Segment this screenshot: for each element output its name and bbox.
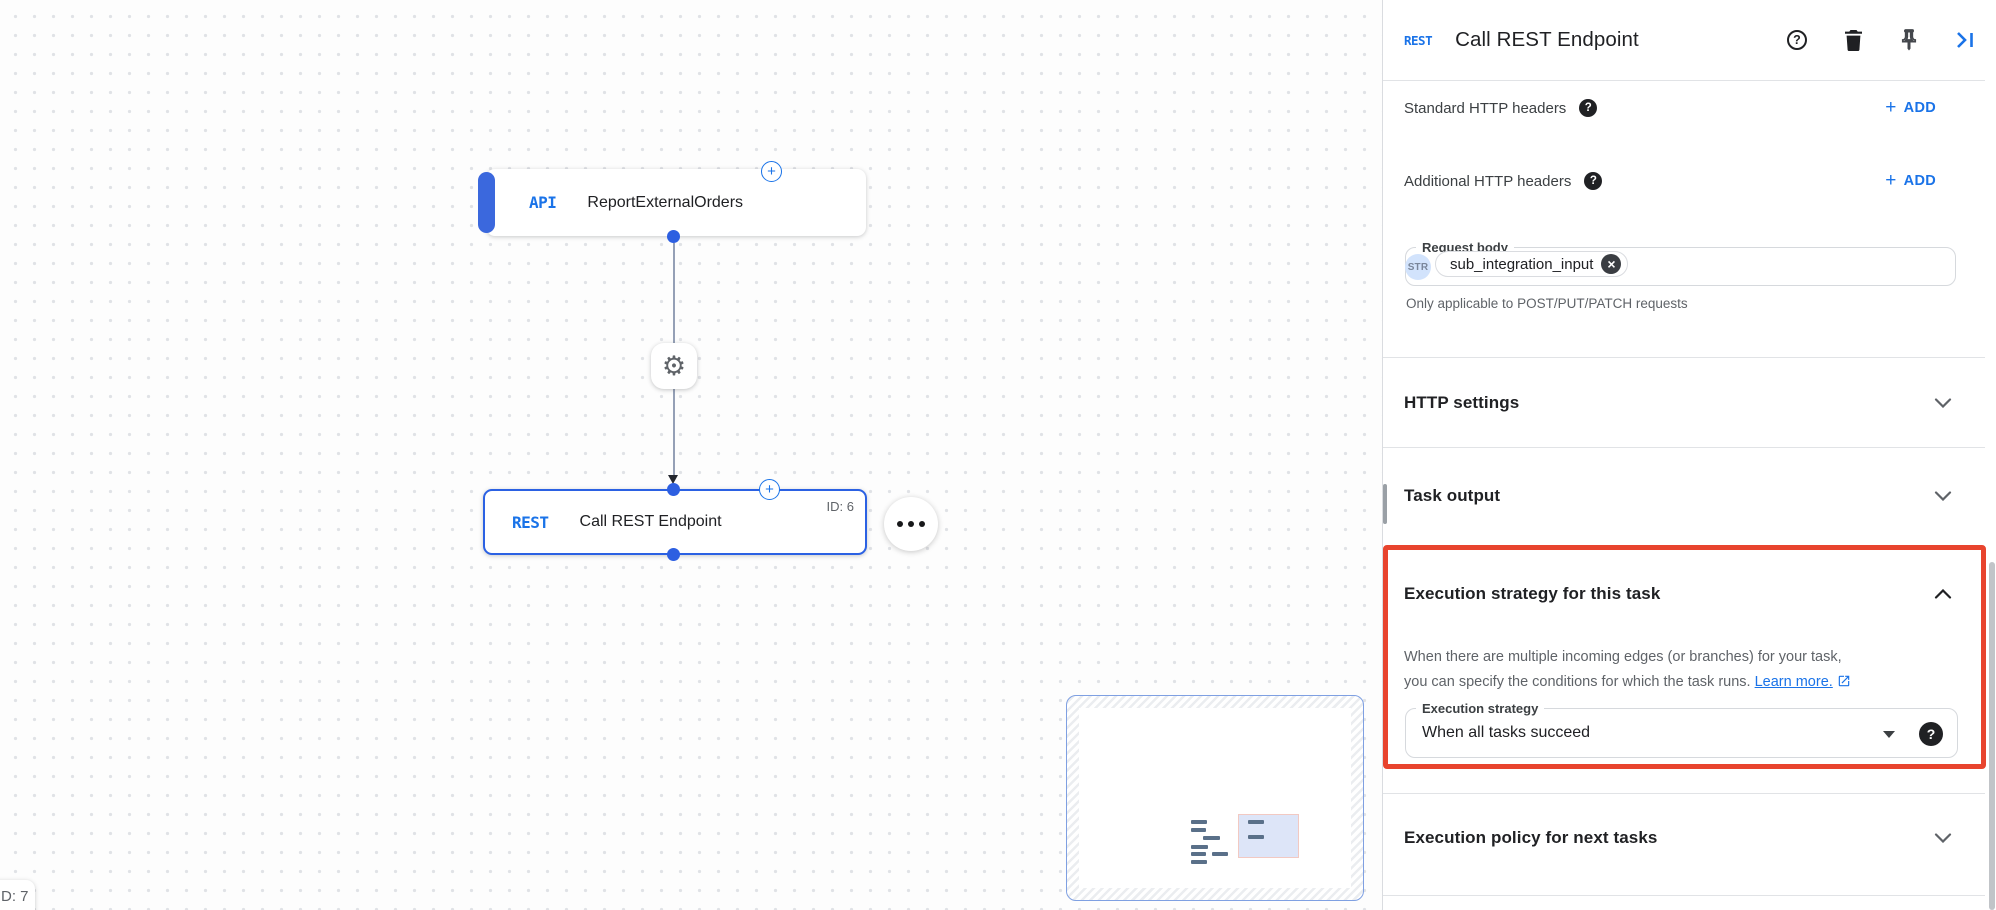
standard-headers-label: Standard HTTP headers (1404, 99, 1567, 117)
trigger-node-report-external-orders[interactable]: API ReportExternalOrders (478, 169, 866, 236)
dropdown-caret-icon[interactable] (1883, 731, 1895, 738)
additional-headers-row: Additional HTTP headers ADD (1383, 161, 1996, 201)
workflow-canvas[interactable]: API ReportExternalOrders REST Call REST … (0, 0, 1383, 910)
help-filled-icon[interactable] (1919, 722, 1943, 746)
collapse-panel-icon[interactable] (1952, 27, 1978, 53)
section-execution-policy[interactable]: Execution policy for next tasks (1383, 814, 1996, 862)
request-body-helper: Only applicable to POST/PUT/PATCH reques… (1406, 296, 1688, 311)
chevron-down-icon[interactable] (1934, 398, 1952, 408)
execution-strategy-select[interactable]: Execution strategy When all tasks succee… (1405, 701, 1958, 758)
section-task-output[interactable]: Task output (1383, 472, 1996, 520)
add-standard-header-button[interactable]: ADD (1885, 100, 1936, 117)
panel-scroll-indicator (1383, 484, 1387, 524)
partial-node-id-label: D: 7 (1, 888, 29, 905)
panel-scrollbar[interactable] (1989, 562, 1995, 910)
section-execution-strategy[interactable]: Execution strategy for this task (1383, 570, 1996, 618)
request-body-value-chip[interactable]: sub_integration_input (1435, 251, 1629, 277)
panel-title: Call REST Endpoint (1455, 28, 1639, 51)
task-node-title: Call REST Endpoint (579, 513, 722, 530)
close-icon[interactable] (1601, 254, 1622, 274)
external-link-icon (1837, 674, 1851, 688)
chevron-down-icon[interactable] (1934, 491, 1952, 501)
string-type-chip: STR (1405, 254, 1431, 280)
task-node-call-rest-endpoint[interactable]: REST Call REST Endpoint ID: 6 (483, 489, 867, 555)
execution-strategy-field-label: Execution strategy (1416, 701, 1545, 716)
section-http-settings[interactable]: HTTP settings (1383, 379, 1996, 427)
add-task-below-trigger-icon[interactable] (761, 161, 782, 182)
delete-icon[interactable] (1840, 27, 1866, 53)
rest-badge: REST (1404, 32, 1433, 48)
chevron-up-icon[interactable] (1934, 589, 1952, 599)
edge-gear-icon[interactable] (651, 343, 697, 389)
pin-icon[interactable] (1896, 27, 1922, 53)
rest-badge: REST (512, 512, 549, 532)
help-filled-icon[interactable] (1579, 99, 1598, 117)
task-output-connection-dot[interactable] (667, 548, 680, 561)
api-badge: API (529, 193, 557, 212)
task-config-panel: REST Call REST Endpoint Standard HTTP he… (1382, 0, 1996, 910)
trigger-node-title: ReportExternalOrders (587, 193, 744, 211)
trigger-accent-bar (478, 172, 495, 233)
execution-strategy-value: When all tasks succeed (1422, 724, 1591, 741)
additional-headers-label: Additional HTTP headers (1404, 172, 1572, 190)
chevron-down-icon[interactable] (1934, 833, 1952, 843)
help-icon[interactable] (1784, 27, 1810, 53)
node-more-options-button[interactable] (884, 497, 938, 551)
minimap-flow-icon (1191, 814, 1299, 864)
learn-more-link[interactable]: Learn more. (1754, 674, 1833, 690)
add-additional-header-button[interactable]: ADD (1885, 173, 1936, 190)
trigger-output-connection-dot[interactable] (667, 230, 680, 243)
edge-arrowhead-icon (668, 475, 678, 484)
panel-header: REST Call REST Endpoint (1383, 0, 1996, 80)
help-filled-icon[interactable] (1584, 172, 1603, 190)
add-task-below-rest-icon[interactable] (759, 479, 780, 500)
partial-node-card[interactable] (0, 880, 35, 910)
task-id-label: ID: 6 (826, 499, 854, 514)
minimap-viewport (1079, 708, 1351, 888)
task-input-connection-dot[interactable] (667, 483, 680, 496)
standard-headers-row: Standard HTTP headers ADD (1383, 88, 1996, 128)
execution-strategy-description: When there are multiple incoming edges (… (1404, 645, 1970, 695)
canvas-minimap[interactable] (1066, 695, 1364, 901)
request-body-field[interactable]: Request body STR sub_integration_input (1405, 240, 1956, 286)
